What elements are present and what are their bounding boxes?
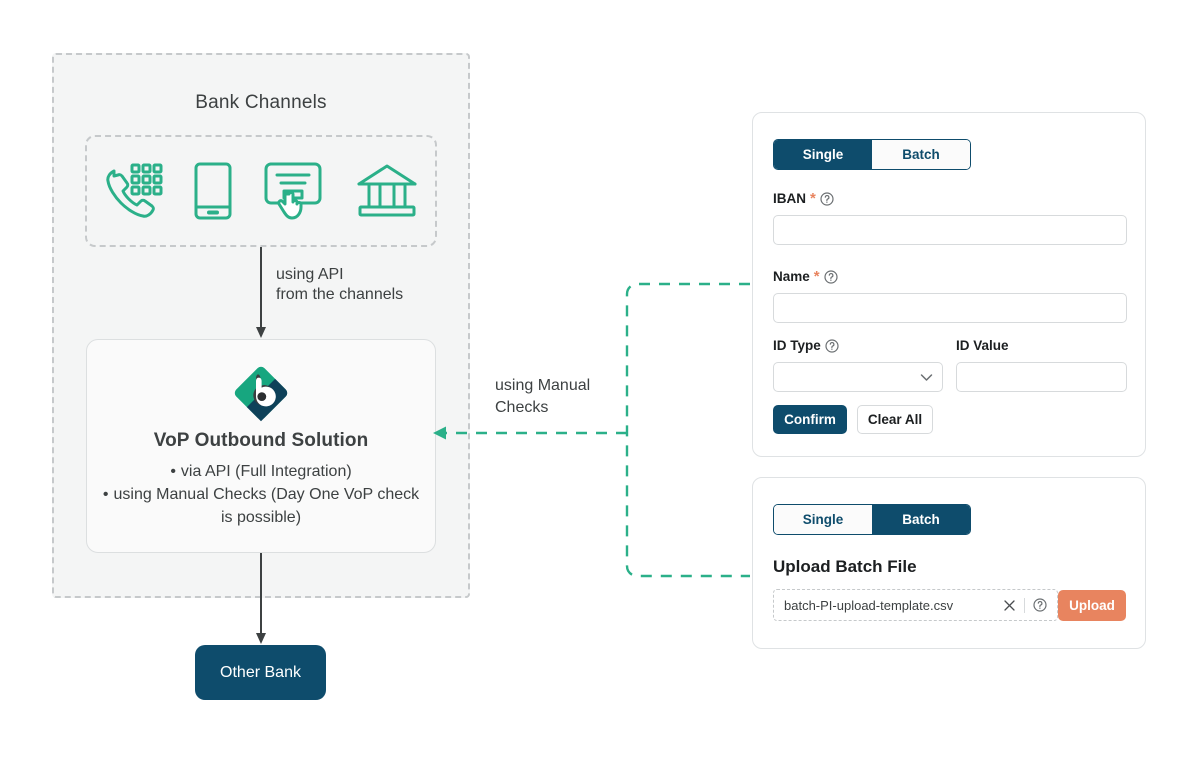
mobile-phone-icon	[193, 161, 233, 221]
mode-toggle-single-panel[interactable]: Single Batch	[773, 139, 971, 170]
help-icon[interactable]	[820, 191, 834, 206]
online-banking-click-icon	[263, 161, 325, 221]
id-value-label-text: ID Value	[956, 338, 1009, 353]
vop-bullet-1: via API (Full Integration)	[180, 463, 352, 480]
tab-batch[interactable]: Batch	[872, 505, 970, 534]
divider	[1024, 597, 1025, 613]
iban-input[interactable]	[773, 215, 1127, 245]
help-icon[interactable]	[824, 269, 838, 284]
chevron-down-icon	[920, 373, 933, 382]
manual-checks-label: using Manual Checks	[495, 377, 591, 416]
vop-brand-logo	[232, 364, 290, 422]
other-bank-node: Other Bank	[195, 645, 326, 700]
id-value-input[interactable]	[956, 362, 1127, 392]
channel-icons-group	[85, 135, 437, 247]
other-bank-flow-arrow	[256, 553, 266, 644]
file-drop-zone[interactable]: batch-PI-upload-template.csv	[773, 589, 1058, 621]
mode-toggle-batch-panel[interactable]: Single Batch	[773, 504, 971, 535]
vop-outbound-solution-box: VoP Outbound Solution •via API (Full Int…	[86, 339, 436, 553]
vop-bullet-list: •via API (Full Integration) •using Manua…	[87, 460, 435, 529]
vop-bullet-2: using Manual Checks (Day One VoP check i…	[113, 486, 420, 526]
other-bank-label: Other Bank	[220, 663, 301, 681]
name-input[interactable]	[773, 293, 1127, 323]
tab-single[interactable]: Single	[774, 505, 872, 534]
batch-upload-panel: Single Batch Upload Batch File batch-PI-…	[752, 477, 1146, 649]
id-value-label: ID Value	[956, 338, 1009, 353]
bank-channels-title: Bank Channels	[195, 92, 327, 113]
tab-batch[interactable]: Batch	[872, 140, 970, 169]
upload-batch-file-title: Upload Batch File	[773, 557, 917, 576]
help-icon[interactable]	[1033, 598, 1047, 612]
required-asterisk: *	[810, 190, 816, 207]
upload-button[interactable]: Upload	[1058, 590, 1126, 621]
confirm-button[interactable]: Confirm	[773, 405, 847, 434]
tab-single[interactable]: Single	[774, 140, 872, 169]
phone-keypad-icon	[102, 162, 164, 220]
name-label-text: Name	[773, 269, 810, 284]
list-item: •via API (Full Integration)	[170, 463, 352, 480]
help-icon[interactable]	[825, 338, 839, 353]
name-label: Name *	[773, 269, 838, 284]
api-flow-label: using API from the channels	[276, 266, 404, 303]
bank-building-icon	[354, 163, 420, 219]
iban-label: IBAN *	[773, 191, 834, 206]
list-item: •using Manual Checks (Day One VoP check …	[102, 486, 420, 526]
selected-file-name: batch-PI-upload-template.csv	[784, 597, 954, 613]
iban-label-text: IBAN	[773, 191, 806, 206]
manual-checks-connector	[433, 282, 750, 578]
close-icon[interactable]	[1003, 599, 1016, 612]
required-asterisk: *	[813, 268, 820, 285]
id-type-select[interactable]	[773, 362, 943, 392]
id-type-label-text: ID Type	[773, 338, 821, 353]
id-type-label: ID Type	[773, 338, 839, 353]
single-check-panel: Single Batch IBAN * Name *	[752, 112, 1146, 457]
clear-all-button[interactable]: Clear All	[857, 405, 933, 434]
vop-title: VoP Outbound Solution	[153, 430, 369, 451]
api-flow-arrow	[256, 247, 266, 338]
